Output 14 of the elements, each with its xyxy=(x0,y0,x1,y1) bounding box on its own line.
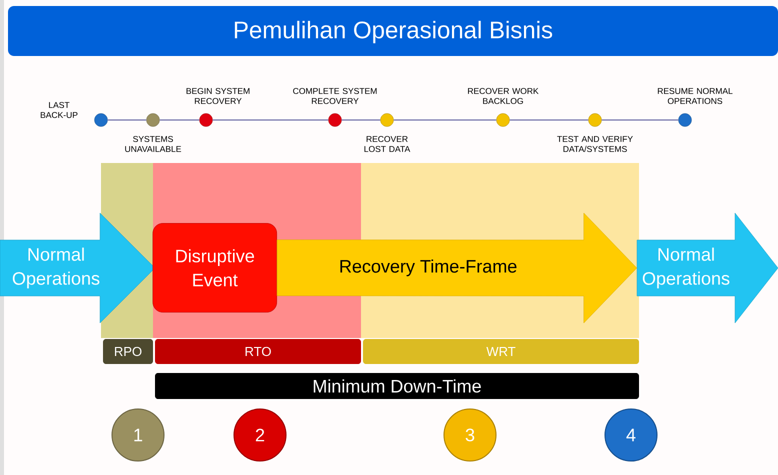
event-box: Disruptive Event xyxy=(152,223,277,312)
node-label: RPO xyxy=(114,346,142,356)
title-banner: Pemulihan Operasional Bisnis xyxy=(8,6,778,56)
phase-bar: Minimum Down-Time xyxy=(155,373,639,399)
milestone-label: LAST BACK-UP xyxy=(40,102,78,118)
milestone-label: COMPLETE SYSTEM RECOVERY xyxy=(293,88,377,104)
milestone-label: TEST AND VERIFY DATA/SYSTEMS xyxy=(557,136,633,152)
node-label: RTO xyxy=(246,346,271,356)
milestone-label: RECOVER WORK BACKLOG xyxy=(468,88,539,104)
milestone-label: BEGIN SYSTEM RECOVERY xyxy=(186,88,250,104)
milestone-label: SYSTEMS UNAVAILABLE xyxy=(125,136,182,152)
node-label: WRT xyxy=(486,347,516,356)
milestone-label: RECOVER LOST DATA xyxy=(364,136,410,152)
milestone-label: RESUME NORMAL OPERATIONS xyxy=(658,88,732,104)
